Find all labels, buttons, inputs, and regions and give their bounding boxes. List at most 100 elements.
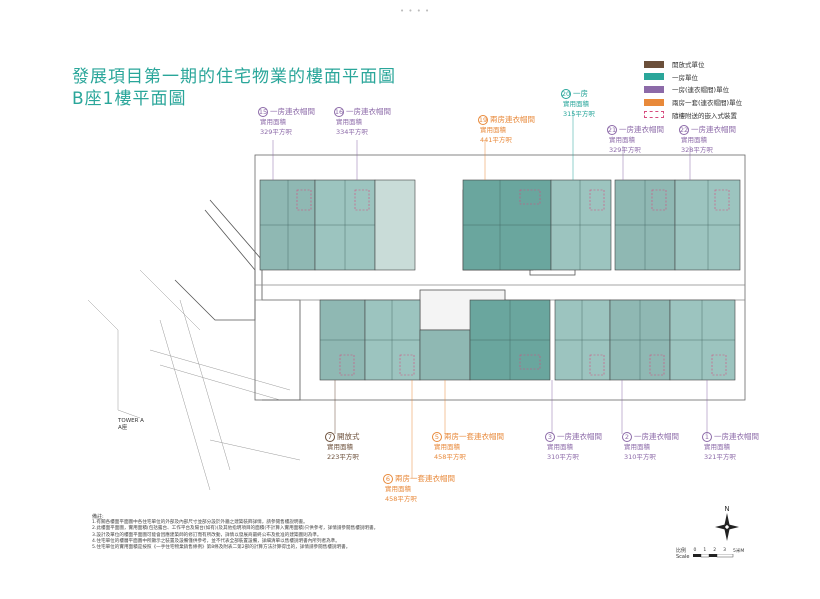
unit-type: 開放式 — [337, 432, 360, 441]
unit-area-label: 實用面積 — [609, 136, 635, 144]
scale-bar: 比例 Scale 0 1 2 3 5米M — [676, 548, 757, 560]
scale-tick: 1 — [703, 548, 707, 553]
unit-number: 5 — [432, 432, 442, 442]
unit-number: 3 — [545, 432, 555, 442]
unit-number: 21 — [607, 125, 617, 135]
legend-swatch — [644, 73, 664, 81]
unit-area-label: 實用面積 — [681, 136, 707, 144]
unit-type: 兩房一套連衣帽間 — [395, 474, 455, 483]
unit-number: 2 — [622, 432, 632, 442]
legend-item-one-bedroom-closet: 一房(連衣帽間)單位 — [644, 83, 814, 96]
note-line: 2.此樓面平面圖，實用面積(包括露台、工作平台及陽台(如有))及其他指明項目的面… — [92, 526, 379, 532]
unit-area-label: 實用面積 — [547, 443, 573, 451]
tower-a-en: TOWER A — [118, 418, 144, 424]
notes: 備註: 1.有關各樓面平面圖中各住宅單位的外部及內部尺寸並部分設於外牆之建築裝飾… — [92, 514, 612, 551]
north-label: N — [724, 505, 730, 513]
legend-item-two-bedroom-suite: 兩房一套(連衣帽間)單位 — [644, 96, 814, 109]
scale-tick: 0 — [693, 548, 697, 553]
legend-item-one-bedroom: 一房單位 — [644, 71, 814, 84]
unit-type: 兩房連衣帽間 — [490, 115, 535, 124]
tower-a-cn: A座 — [118, 425, 128, 431]
page-marker: • • • • — [400, 7, 431, 15]
scale-tick: 3 — [723, 548, 726, 553]
unit-area: 329平方呎 — [609, 146, 641, 154]
unit-area: 334平方呎 — [336, 128, 368, 136]
unit-number: 19 — [478, 115, 488, 125]
unit-area: 223平方呎 — [327, 453, 359, 461]
unit-type: 兩房一套連衣帽間 — [444, 432, 504, 441]
note-line: 4.住宅單位的樓層平面圖中所顯示之裝置及設備僅供參考，並不代表全部裝置設備，詳細… — [92, 538, 340, 544]
legend-item-built-in-fittings: 隨樓附送的嵌入式裝置 — [644, 108, 814, 121]
legend-item-studio: 開放式單位 — [644, 58, 814, 71]
unit-type: 一房連衣帽間 — [557, 432, 602, 441]
unit-area-label: 實用面積 — [327, 443, 353, 451]
scale-label-en: Scale — [676, 554, 690, 560]
legend-label: 一房單位 — [672, 73, 698, 82]
unit-number: 16 — [334, 107, 344, 117]
page-title: 發展項目第一期的住宅物業的樓面平面圖 — [72, 67, 396, 87]
unit-area-label: 實用面積 — [260, 118, 286, 126]
unit-area: 328平方呎 — [681, 146, 713, 154]
unit-area: 458平方呎 — [434, 453, 466, 461]
unit-type: 一房連衣帽間 — [346, 107, 391, 116]
unit-number: 7 — [325, 432, 335, 442]
unit-area: 321平方呎 — [704, 453, 736, 461]
page-subtitle: B座1樓平面圖 — [72, 89, 187, 109]
legend-label: 開放式單位 — [672, 61, 705, 70]
north-arrow: N — [715, 505, 739, 545]
scale-bar-graphic — [693, 553, 734, 558]
legend-label: 兩房一套(連衣帽間)單位 — [672, 99, 743, 108]
unit-area-label: 實用面積 — [704, 443, 730, 451]
legend-swatch — [644, 60, 664, 68]
unit-area-label: 實用面積 — [480, 126, 506, 134]
legend: 開放式單位 一房單位 一房(連衣帽間)單位 兩房一套(連衣帽間)單位 隨樓附送的… — [644, 58, 814, 121]
unit-area-label: 實用面積 — [563, 100, 589, 108]
legend-label: 隨樓附送的嵌入式裝置 — [672, 111, 737, 120]
unit-area: 458平方呎 — [385, 495, 417, 503]
legend-swatch — [644, 98, 664, 106]
note-line: 1.有關各樓面平面圖中各住宅單位的外部及內部尺寸並部分設於外牆之建築裝飾詳情，請… — [92, 520, 308, 526]
unit-area-label: 實用面積 — [624, 443, 650, 451]
scale-tick: 2 — [713, 548, 717, 553]
legend-swatch — [644, 85, 664, 93]
unit-number: 15 — [258, 107, 268, 117]
unit-type: 一房連衣帽間 — [634, 432, 679, 441]
unit-area: 310平方呎 — [547, 453, 579, 461]
tower-a-label: TOWER A A座 — [118, 418, 144, 432]
legend-swatch — [644, 111, 664, 119]
unit-area-label: 實用面積 — [385, 485, 411, 493]
unit-number: 1 — [702, 432, 712, 442]
unit-number: 22 — [679, 125, 689, 135]
scale-label-cn: 比例 — [676, 548, 687, 554]
unit-type: 一房連衣帽間 — [270, 107, 315, 116]
unit-area: 310平方呎 — [624, 453, 656, 461]
legend-label: 一房(連衣帽間)單位 — [672, 86, 730, 95]
unit-area-label: 實用面積 — [434, 443, 460, 451]
unit-type: 一房連衣帽間 — [619, 125, 664, 134]
notes-heading: 備註: — [92, 514, 104, 520]
compass-icon — [715, 513, 739, 541]
unit-area: 329平方呎 — [260, 128, 292, 136]
unit-type: 一房連衣帽間 — [691, 125, 736, 134]
unit-number: 20 — [561, 89, 571, 99]
unit-type: 一房連衣帽間 — [714, 432, 759, 441]
note-line: 5.住宅單位的實用面積是按照《一手住宅物業銷售條例》第8條及附表二第2部的計算方… — [92, 545, 351, 551]
scale-tick: 5米M — [732, 549, 745, 554]
unit-area: 315平方呎 — [563, 110, 595, 118]
unit-number: 6 — [383, 474, 393, 484]
note-line: 3.設計及單位的樓面平面圖可能會因應建築師的修訂而有所改動，詳情以發展商最終公布… — [92, 532, 322, 538]
unit-area: 441平方呎 — [480, 136, 512, 144]
